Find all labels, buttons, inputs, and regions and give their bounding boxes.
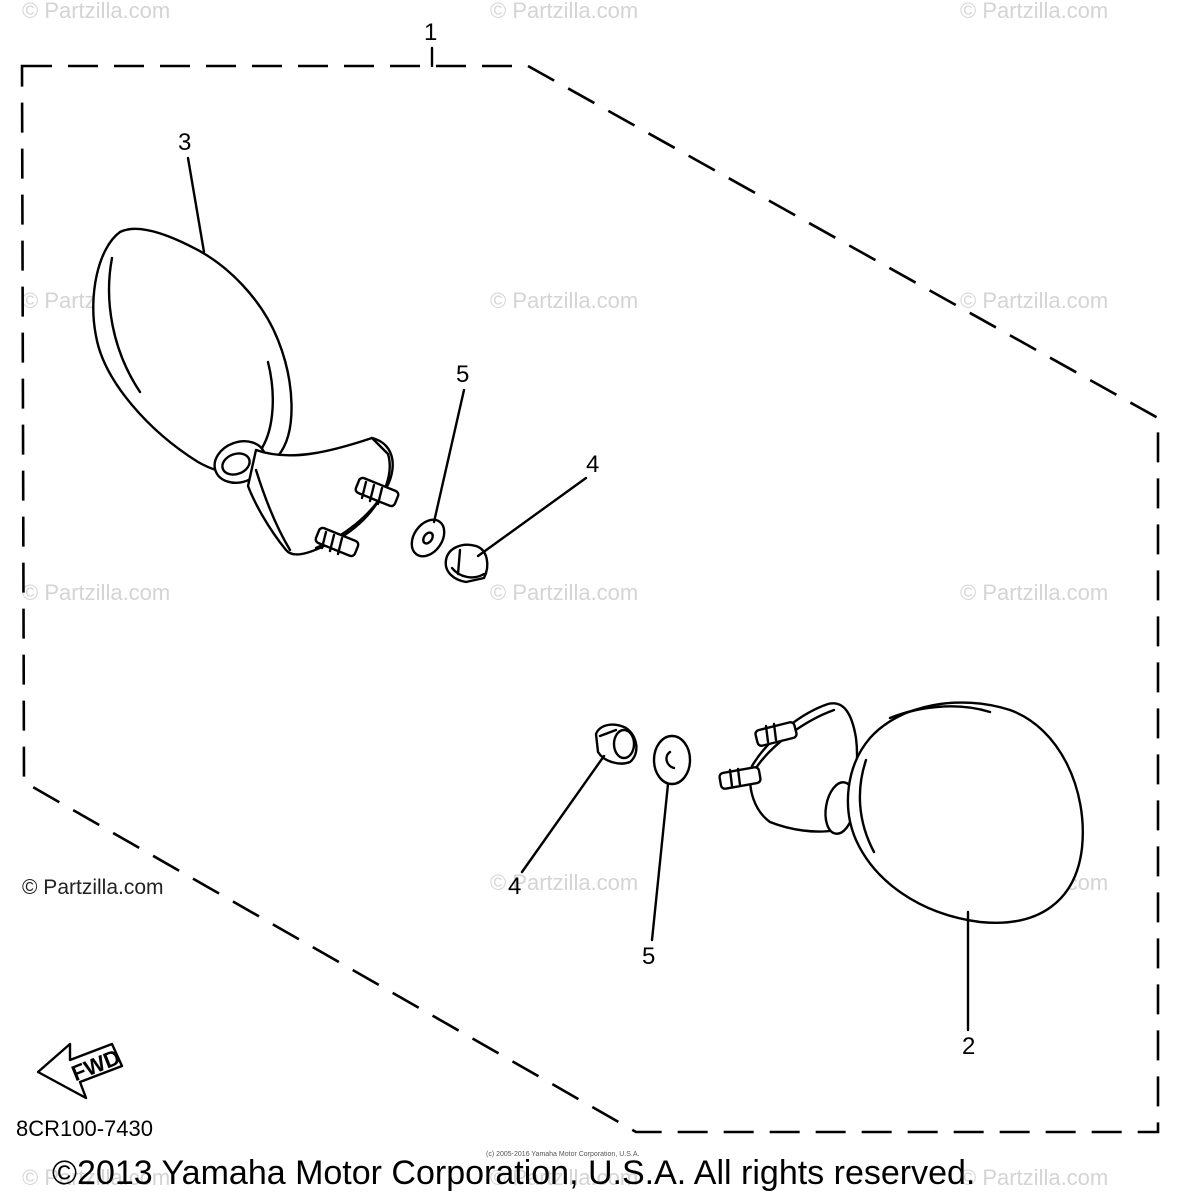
mount-stud bbox=[754, 721, 798, 747]
callout-washer-right: 5 bbox=[642, 943, 655, 970]
leader-line bbox=[520, 754, 606, 874]
watermark: © Partzilla.com bbox=[960, 0, 1108, 23]
watermark: © Partzilla.com bbox=[490, 580, 638, 605]
small-copyright: (c) 2005-2016 Yamaha Motor Corporation, … bbox=[486, 1151, 639, 1158]
diagram-code: 8CR100-7430 bbox=[16, 1116, 153, 1141]
watermark: © Partzilla.com bbox=[490, 288, 638, 313]
leader-line bbox=[476, 476, 588, 558]
watermark: © Partzilla.com bbox=[960, 288, 1108, 313]
mount-stud bbox=[354, 476, 400, 508]
callout-nut-right: 4 bbox=[508, 873, 521, 900]
callout-washer-left: 5 bbox=[456, 361, 469, 388]
partzilla-watermark: © Partzilla.com bbox=[22, 876, 164, 899]
leader-line bbox=[650, 782, 670, 942]
assembly-boundary bbox=[20, 64, 1160, 1134]
watermark-layer: © Partzilla.com © Partzilla.com © Partzi… bbox=[22, 0, 1108, 1190]
callout-nut-left: 4 bbox=[586, 451, 599, 478]
leader-line bbox=[432, 388, 466, 524]
washer-left bbox=[410, 518, 446, 558]
forward-arrow-icon: FWD bbox=[36, 1042, 124, 1100]
watermark: © Partzilla.com bbox=[22, 1165, 170, 1190]
mount-stud bbox=[314, 526, 360, 558]
nut-right bbox=[594, 723, 638, 765]
watermark: © Partzilla.com bbox=[22, 580, 170, 605]
watermark: © Partzilla.com bbox=[960, 1165, 1108, 1190]
leader-line bbox=[186, 156, 206, 254]
nut-left bbox=[444, 543, 489, 584]
mount-stud bbox=[718, 766, 762, 790]
watermark: © Partzilla.com bbox=[490, 1165, 638, 1190]
watermark: © Partzilla.com bbox=[490, 0, 638, 23]
washer-right bbox=[652, 734, 692, 786]
right-mirror bbox=[718, 701, 1084, 924]
callout-assembly: 1 bbox=[424, 19, 437, 46]
watermark: © Partzilla.com bbox=[960, 580, 1108, 605]
watermark: © Partzilla.com bbox=[22, 0, 170, 23]
copyright-notice: ©2013 Yamaha Motor Corporation, U.S.A. A… bbox=[52, 1154, 975, 1192]
watermark: © Partzilla.com bbox=[490, 870, 638, 895]
callout-mirror-right: 2 bbox=[962, 1033, 975, 1060]
left-mirror bbox=[92, 227, 400, 558]
callout-mirror-left: 3 bbox=[178, 129, 191, 156]
